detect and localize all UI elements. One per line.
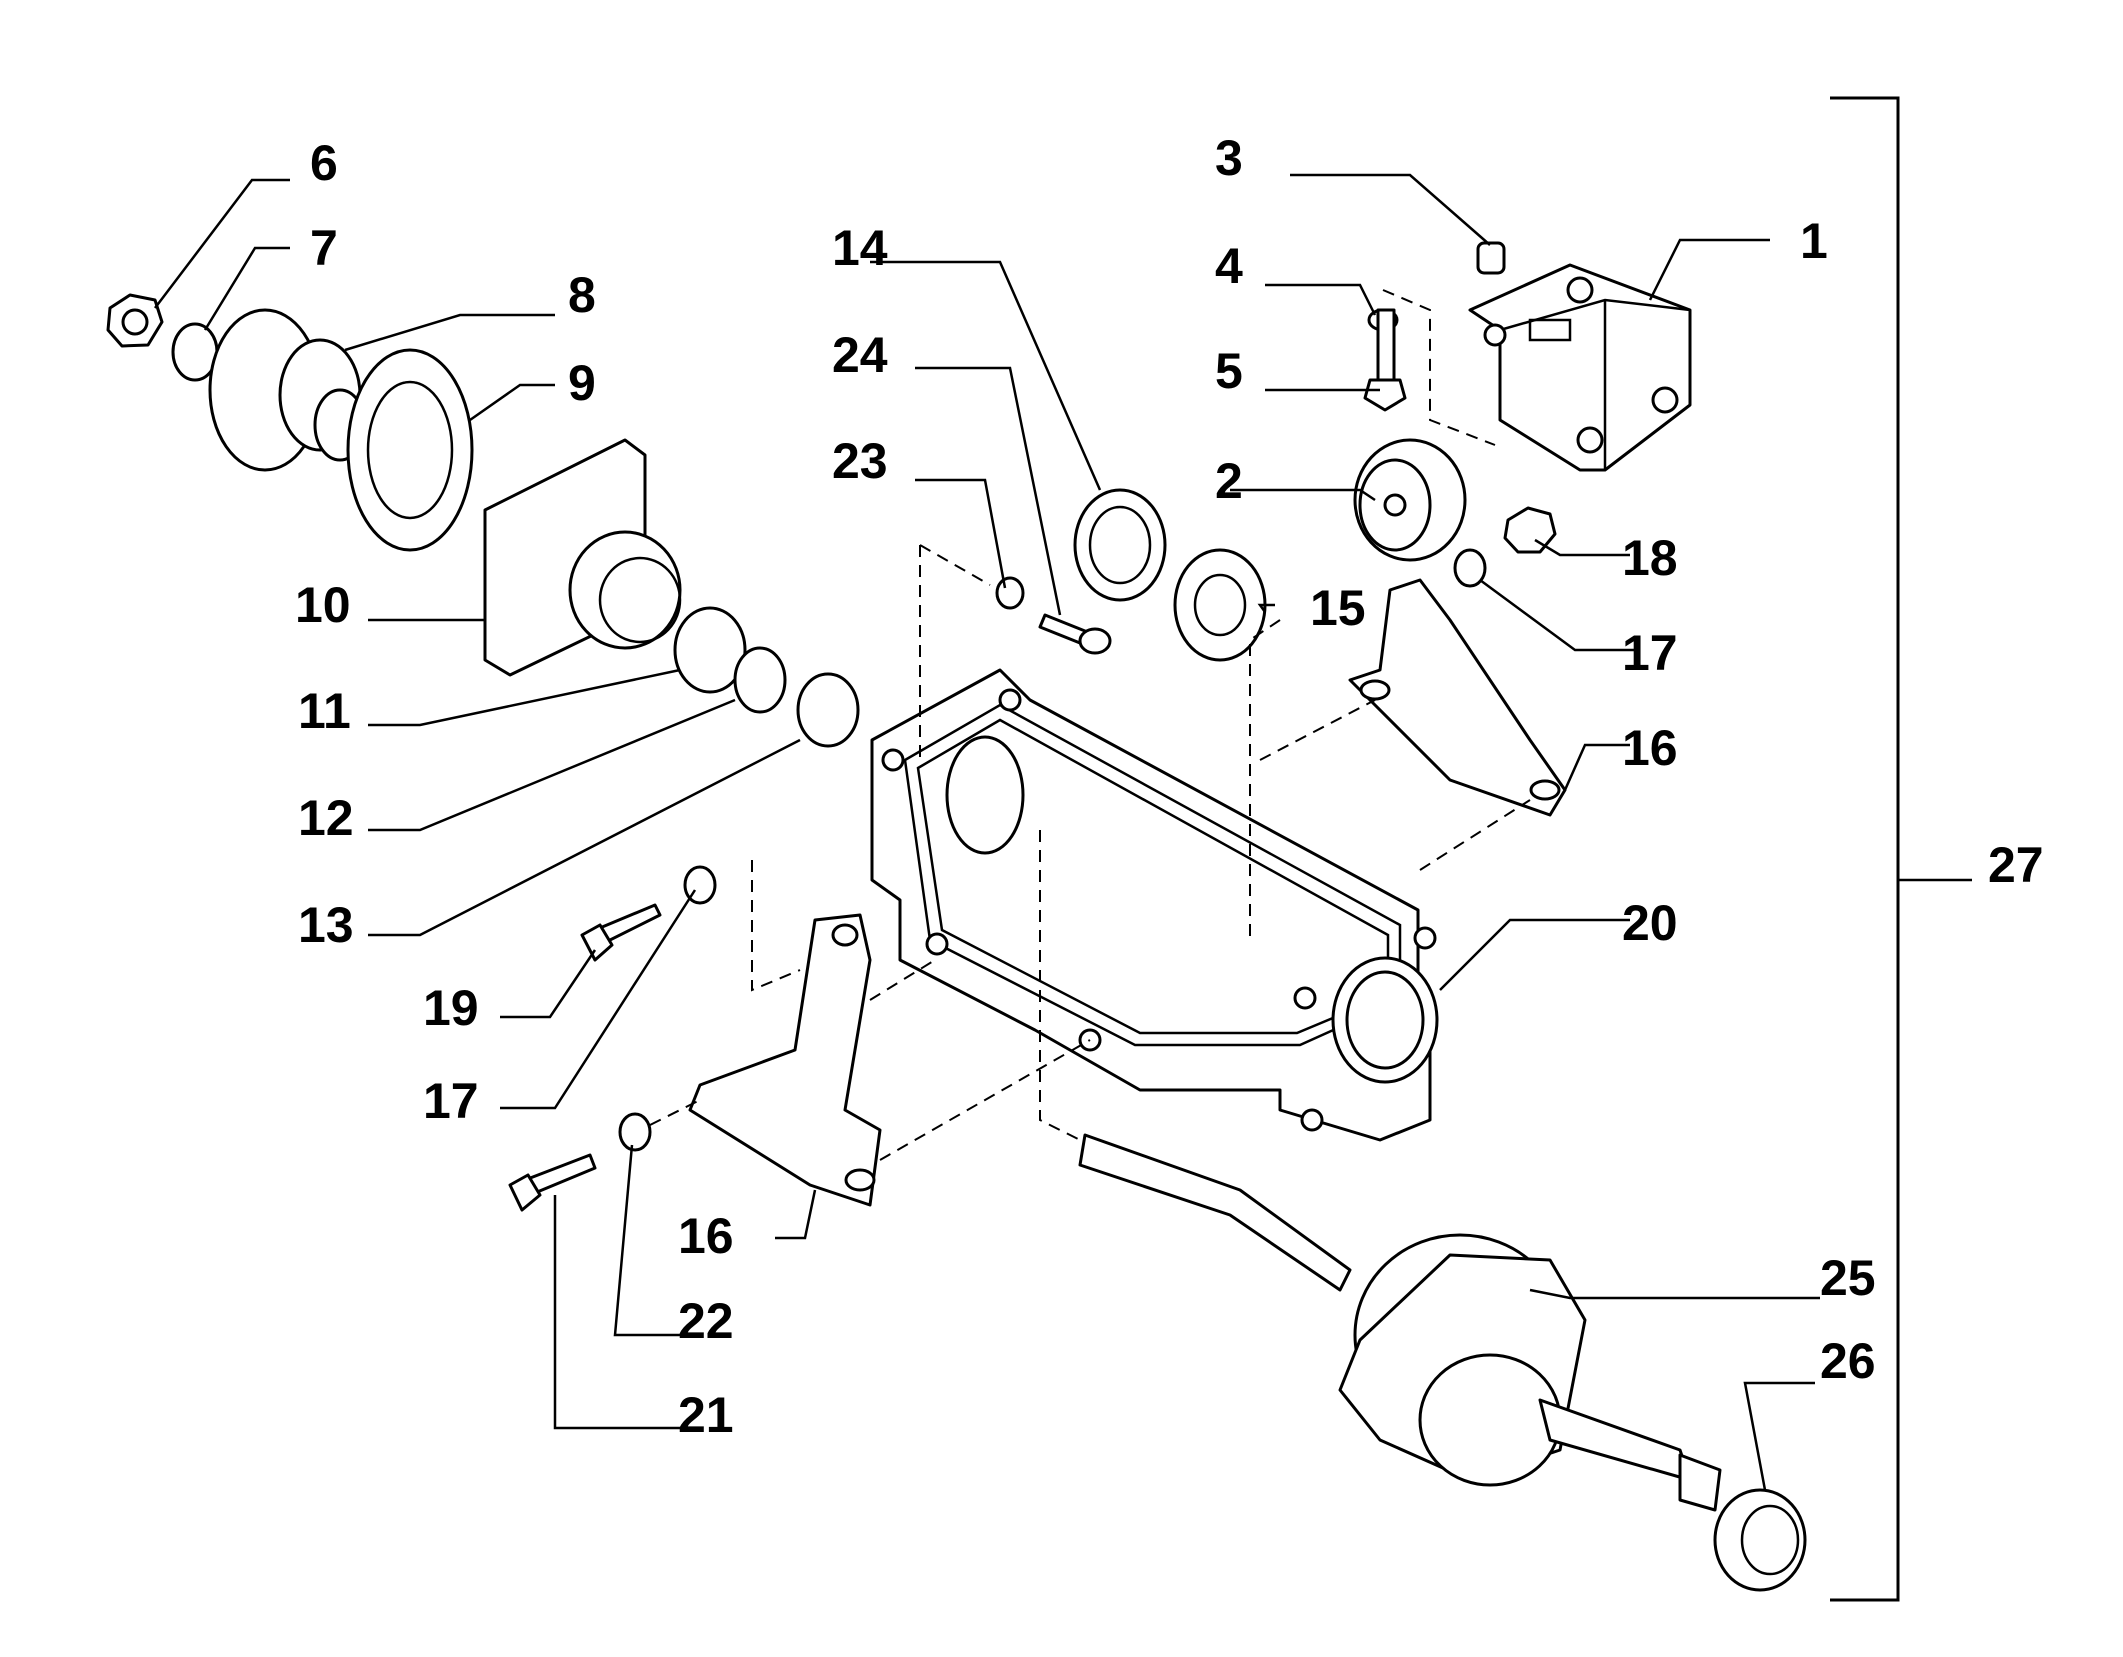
part-5-bolt — [1363, 308, 1407, 412]
callout-1: 1 — [1800, 213, 1828, 269]
callout-19: 19 — [423, 980, 479, 1036]
part-2-bushing — [1353, 438, 1467, 562]
part-23-washer — [995, 576, 1025, 610]
callout-6: 6 — [310, 135, 338, 191]
callout-18: 18 — [1622, 530, 1678, 586]
part-9-gasket — [346, 348, 474, 552]
callout-4: 4 — [1215, 238, 1243, 294]
callout-13: 13 — [298, 897, 354, 953]
callout-12: 12 — [298, 790, 354, 846]
part-16-bracket-lower — [688, 913, 882, 1207]
callout-25: 25 — [1820, 1250, 1876, 1306]
callout-20: 20 — [1622, 895, 1678, 951]
callout-27: 27 — [1988, 837, 2044, 893]
assembly-dashed-lines — [649, 289, 1531, 1161]
callout-16-lower: 16 — [678, 1208, 734, 1264]
callout-17-right: 17 — [1622, 625, 1678, 681]
callout-15: 15 — [1310, 580, 1366, 636]
callout-9: 9 — [568, 355, 596, 411]
part-22-washer — [618, 1112, 652, 1152]
callout-24: 24 — [832, 327, 888, 383]
callout-8: 8 — [568, 267, 596, 323]
part-8-flange — [208, 308, 367, 472]
callout-10: 10 — [295, 577, 351, 633]
part-17-washer-right — [1453, 548, 1487, 588]
part-21-bolt — [508, 1153, 597, 1212]
part-24-screw — [1038, 613, 1112, 655]
callout-22: 22 — [678, 1293, 734, 1349]
part-19-bolt — [580, 903, 662, 962]
main-housing-part-20 — [870, 668, 1439, 1142]
part-11-bushing — [673, 606, 747, 694]
part-16-bracket-upper — [1348, 578, 1567, 817]
callout-2: 2 — [1215, 453, 1243, 509]
part-14-seal — [1073, 488, 1167, 602]
part-12-ring — [733, 646, 787, 714]
callout-26: 26 — [1820, 1333, 1876, 1389]
part-18-nut — [1503, 506, 1557, 554]
callout-14: 14 — [832, 220, 888, 276]
callout-5: 5 — [1215, 343, 1243, 399]
part-25-shaft — [1078, 1133, 1722, 1512]
part-3-cap — [1476, 241, 1506, 275]
part-1-block — [1468, 263, 1692, 472]
part-26-cap — [1713, 1488, 1807, 1592]
part-6-nut — [106, 293, 164, 348]
callout-16-upper: 16 — [1622, 720, 1678, 776]
callout-17-left: 17 — [423, 1073, 479, 1129]
assembly-bracket-27 — [1830, 96, 1972, 1602]
callout-21: 21 — [678, 1387, 734, 1443]
callout-labels: 1 2 3 4 5 6 7 8 9 10 11 12 13 14 15 16 1… — [295, 130, 2044, 1443]
callout-23: 23 — [832, 433, 888, 489]
part-13-seal — [796, 672, 860, 748]
part-10-cover — [483, 438, 682, 677]
leader-lines — [154, 173, 1820, 1491]
callout-7: 7 — [310, 220, 338, 276]
part-15-bearing — [1173, 548, 1267, 662]
callout-3: 3 — [1215, 130, 1243, 186]
callout-11: 11 — [298, 683, 351, 739]
